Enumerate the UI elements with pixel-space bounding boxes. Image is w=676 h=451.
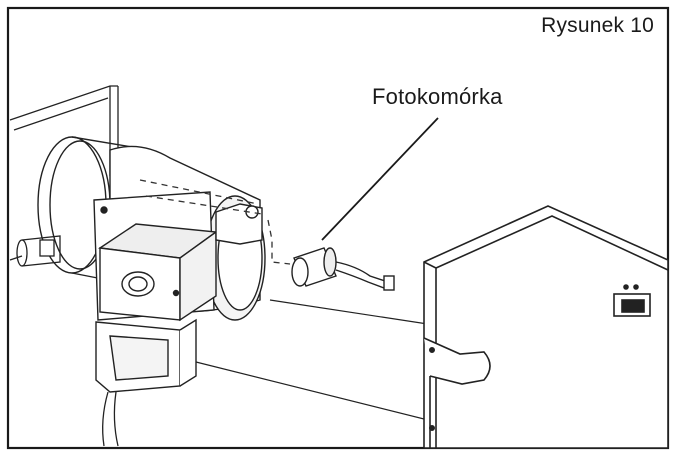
burner-tube bbox=[16, 235, 61, 267]
power-cable bbox=[102, 391, 119, 447]
control-box bbox=[98, 223, 218, 322]
figure-title: Rysunek 10 bbox=[541, 14, 654, 37]
assembly-dash-lines bbox=[139, 179, 291, 265]
photocell-label: Fotokomórka bbox=[372, 84, 503, 109]
boiler-wall bbox=[9, 85, 119, 261]
photocell-bracket bbox=[215, 203, 263, 245]
photocell-sensor bbox=[291, 247, 395, 291]
burner-cover-housing bbox=[423, 205, 669, 449]
lower-bracket bbox=[95, 318, 197, 393]
callout-leader-line bbox=[321, 117, 439, 241]
